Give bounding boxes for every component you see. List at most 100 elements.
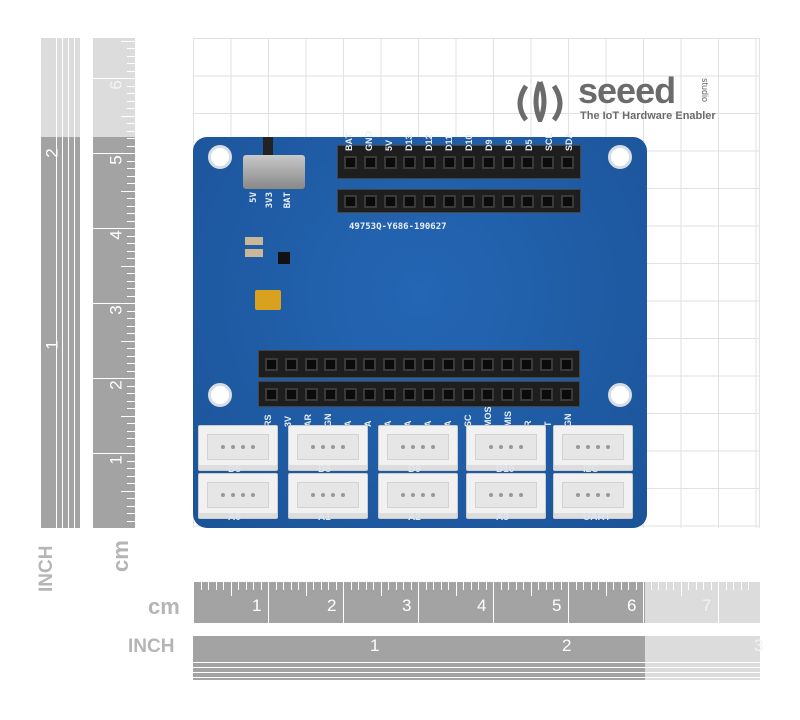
serial-number: 49753Q-Y686-190627 (349, 222, 447, 232)
logo-brand: seeed (578, 70, 676, 111)
ruler-tick (127, 348, 135, 349)
header-pin (284, 387, 298, 401)
grove-connector-a0[interactable] (198, 473, 278, 519)
header-pin (481, 387, 495, 401)
power-switch[interactable] (243, 155, 305, 189)
grove-connector-d10[interactable] (466, 425, 546, 471)
ruler-tick (127, 258, 135, 259)
grove-connector-i2c[interactable] (553, 425, 633, 471)
vertical-inch-tick-number: 2 (42, 148, 62, 158)
pin-label: A (363, 420, 373, 428)
ruler-tick (127, 423, 135, 424)
ruler-tick (598, 582, 599, 590)
ruler-tick (193, 582, 194, 623)
grove-connector-d5[interactable] (198, 425, 278, 471)
ruler-tick (643, 582, 644, 623)
header-pin (442, 155, 456, 169)
ruler-tick (328, 582, 329, 590)
logo-sub: studio (700, 78, 710, 103)
cm-tick-number: 4 (477, 596, 487, 615)
grove-connector-uart[interactable] (553, 473, 633, 519)
seeed-logo: seeed studio The IoT Hardware Enabler (512, 70, 716, 127)
ruler-tick (56, 38, 57, 528)
header-pin (324, 357, 338, 371)
grove-connector-a1[interactable] (288, 473, 368, 519)
connector-pin (519, 445, 523, 449)
ruler-tick (127, 475, 135, 477)
ruler-tick (688, 582, 689, 590)
header-pin (461, 387, 475, 401)
ruler-tick (403, 582, 404, 590)
pin-label: BAT (344, 133, 354, 151)
ruler-tick (590, 582, 592, 590)
ruler-tick (658, 582, 659, 590)
connector-pin (231, 445, 235, 449)
ruler-tick (245, 582, 247, 590)
connector-pin (221, 493, 225, 497)
ruler-tick (358, 582, 359, 590)
ruler-tick (193, 672, 760, 673)
connector-housing (387, 434, 449, 460)
header-pin (540, 357, 554, 371)
pin-label: A (383, 420, 393, 428)
ruler-tick (568, 582, 569, 623)
vertical-cm-tick-number: 4 (106, 230, 126, 240)
tantalum-capacitor (255, 290, 281, 310)
ruler-tick (703, 582, 704, 590)
cm-tick-number: 2 (327, 596, 337, 615)
ruler-tick (127, 445, 135, 447)
connector-pin (509, 445, 513, 449)
ruler-tick (628, 582, 629, 590)
ruler-tick (127, 93, 135, 94)
connector-pin (311, 445, 315, 449)
grove-connector-d9[interactable] (378, 425, 458, 471)
header-pin (422, 357, 436, 371)
ruler-tick (127, 123, 135, 124)
switch-label-3v3: 3V3 (265, 192, 275, 209)
connector-pin (586, 445, 590, 449)
connector-pin (489, 493, 493, 497)
ruler-tick (425, 582, 427, 590)
ruler-tick (127, 430, 135, 432)
ruler-tick (127, 183, 135, 184)
inch-tick-number: 3 (754, 636, 764, 655)
connector-pin (251, 445, 255, 449)
ruler-tick (523, 582, 524, 590)
ruler-tick (275, 582, 277, 590)
ruler-tick (127, 310, 135, 312)
vertical-cm-tick-number: 2 (106, 380, 126, 390)
grove-connector-a3[interactable] (466, 473, 546, 519)
ruler-tick (93, 378, 135, 379)
ruler-tick (93, 303, 135, 304)
connector-pin (576, 493, 580, 497)
ruler-tick (127, 55, 135, 57)
grove-connector-d8[interactable] (288, 425, 368, 471)
pin-label: A (343, 420, 353, 428)
ruler-tick (335, 582, 337, 590)
header-pin (461, 357, 475, 371)
ruler-tick (127, 483, 135, 484)
grove-connector-a2[interactable] (378, 473, 458, 519)
ruler-tick (553, 582, 554, 590)
ruler-tick (127, 318, 135, 319)
ruler-tick (127, 168, 135, 169)
connector-housing (475, 482, 537, 508)
ruler-tick (485, 582, 487, 590)
ruler-tick (127, 520, 135, 522)
vertical-cm-tick-number: 1 (106, 455, 126, 465)
header-pin (500, 357, 514, 371)
switch-lever[interactable] (263, 137, 273, 159)
ruler-tick (93, 153, 135, 154)
vertical-inch-ruler (41, 137, 80, 528)
ruler-tick (127, 408, 135, 409)
connector-pin (311, 493, 315, 497)
connector-pin (509, 493, 513, 497)
ruler-tick (127, 85, 135, 87)
ruler-tick (127, 513, 135, 514)
connector-pin (321, 493, 325, 497)
ruler-tick (127, 48, 135, 49)
vertical-cm-tick-number: 6 (106, 80, 126, 90)
ruler-tick (127, 280, 135, 282)
ruler-tick (305, 582, 307, 596)
connector-label: UART (583, 512, 611, 523)
